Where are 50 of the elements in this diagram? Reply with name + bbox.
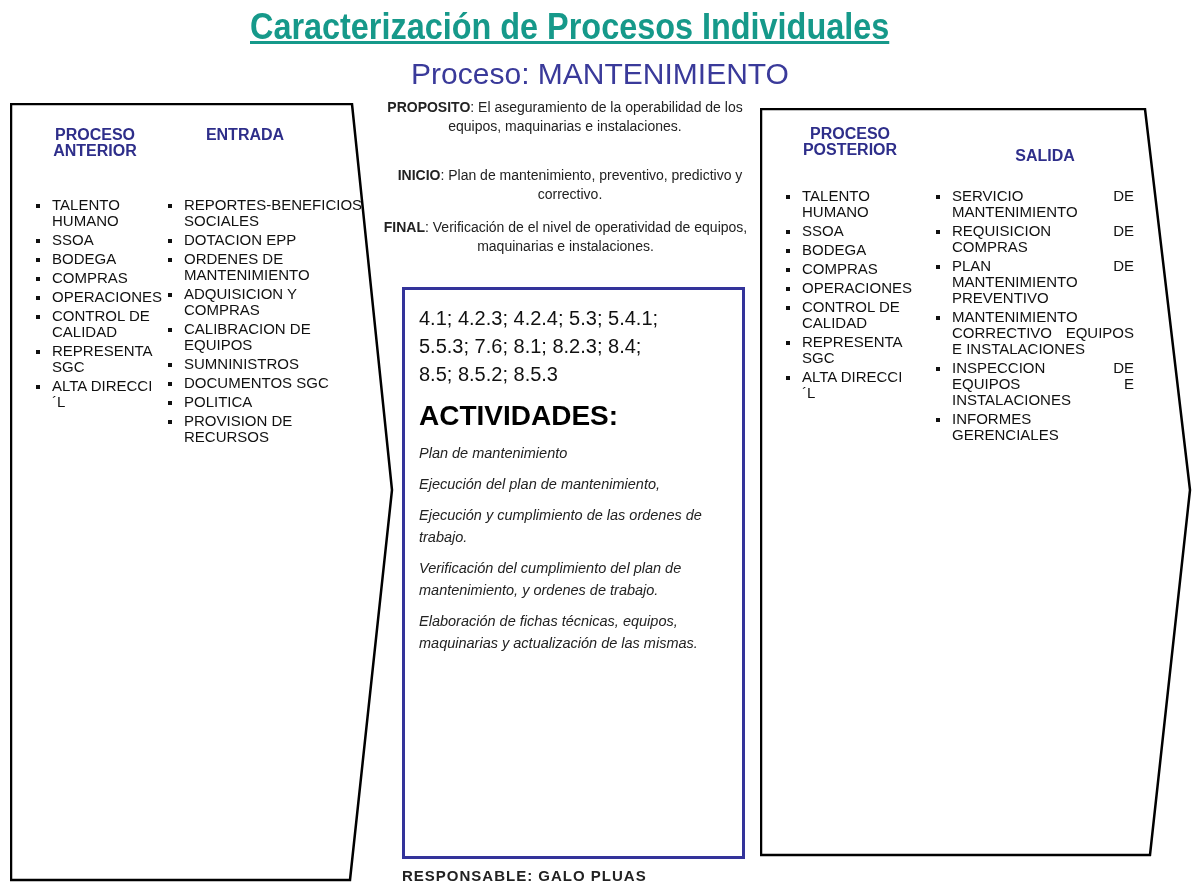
column-heading: ENTRADA <box>204 127 286 143</box>
subtitle: Proceso: MANTENIMIENTO <box>410 56 790 92</box>
list-item: CONTROL DE CALIDAD <box>52 308 151 340</box>
list-item: PLAN DE MANTENIMIENTO PREVENTIVO <box>952 258 1134 306</box>
activity-text: Ejecución del plan de mantenimiento, <box>419 475 661 494</box>
list-item: POLITICA <box>184 394 254 410</box>
list-item: INFORMES GERENCIALES <box>952 411 1060 443</box>
list-item: TALENTO HUMANO <box>802 188 871 220</box>
list-item: REPRESENTA SGC <box>52 343 154 375</box>
list-item: ALTA DIRECCI´L <box>802 369 904 401</box>
list-item: DOTACION EPP <box>184 232 298 248</box>
list-item: ALTA DIRECCI´L <box>52 378 154 410</box>
list-item: ADQUISICION Y COMPRAS <box>184 286 298 318</box>
list-item: OPERACIONES <box>802 280 912 296</box>
chevron-shape <box>760 108 1192 858</box>
activity-text: Ejecución y cumplimiento de las ordenes de trabajo. <box>419 506 703 547</box>
activities-heading: ACTIVIDADES: <box>419 400 620 432</box>
list-item: PROVISION DE RECURSOS <box>184 413 294 445</box>
list-item: REQUISICION DE COMPRAS <box>952 223 1134 255</box>
list-item: TALENTO HUMANO <box>52 197 121 229</box>
list-item: INSPECCION DE EQUIPOS E INSTALACIONES <box>952 360 1134 408</box>
list-item: COMPRAS <box>802 261 879 277</box>
list-item: SSOA <box>52 232 95 248</box>
list-item: CONTROL DE CALIDAD <box>802 299 901 331</box>
list-item: COMPRAS <box>52 270 129 286</box>
activities-box <box>402 287 745 859</box>
list-item: MANTENIMIENTO CORRECTIVO EQUIPOS E INSTALACIONES <box>952 309 1134 357</box>
start-text: INICIO: Plan de mantenimiento, preventivo, predictivo y correctivo. <box>396 166 744 204</box>
list-item: REPRESENTA SGC <box>802 334 904 366</box>
activity-text: Plan de mantenimiento <box>419 444 569 463</box>
list-item: SERVICIO DE MANTENIMIENTO <box>952 188 1134 220</box>
column-heading: PROCESO POSTERIOR <box>801 126 899 158</box>
list-item: REPORTES-BENEFICIOS SOCIALES <box>184 197 364 229</box>
list-item: CALIBRACION DE EQUIPOS <box>184 321 312 353</box>
list-item: BODEGA <box>802 242 868 258</box>
activity-text: Verificación del cumplimiento del plan de mantenimiento, y ordenes de trabajo. <box>419 559 683 600</box>
list-item: ORDENES DE MANTENIMIENTO <box>184 251 311 283</box>
list-item: SSOA <box>802 223 845 239</box>
list-item: SUMNINISTROS <box>184 356 300 372</box>
activity-text: Elaboración de fichas técnicas, equipos, maquinarias y actualización de las mismas. <box>419 612 699 653</box>
purpose-text: PROPOSITO: El aseguramiento de la operabilidad de los equipos, maquinarias e instalaciones. <box>386 98 744 136</box>
column-heading: PROCESO ANTERIOR <box>52 127 138 159</box>
list-item: BODEGA <box>52 251 118 267</box>
list-item: OPERACIONES <box>52 289 160 305</box>
clause-numbers: 4.1; 4.2.3; 4.2.4; 5.3; 5.4.1; 5.5.3; 7.6; 8.1; 8.2.3; 8.4; 8.5; 8.5.2; 8.5.3 <box>419 306 660 387</box>
end-text: FINAL: Verificación de el nivel de operatividad de equipos, maquinarias e instalaciones. <box>382 218 749 256</box>
column-heading: SALIDA <box>1014 148 1076 164</box>
list-item: DOCUMENTOS SGC <box>184 375 330 391</box>
responsible-text: RESPONSABLE: GALO PLUAS <box>402 866 648 885</box>
title: Caracterización de Procesos Individuales <box>250 6 890 48</box>
